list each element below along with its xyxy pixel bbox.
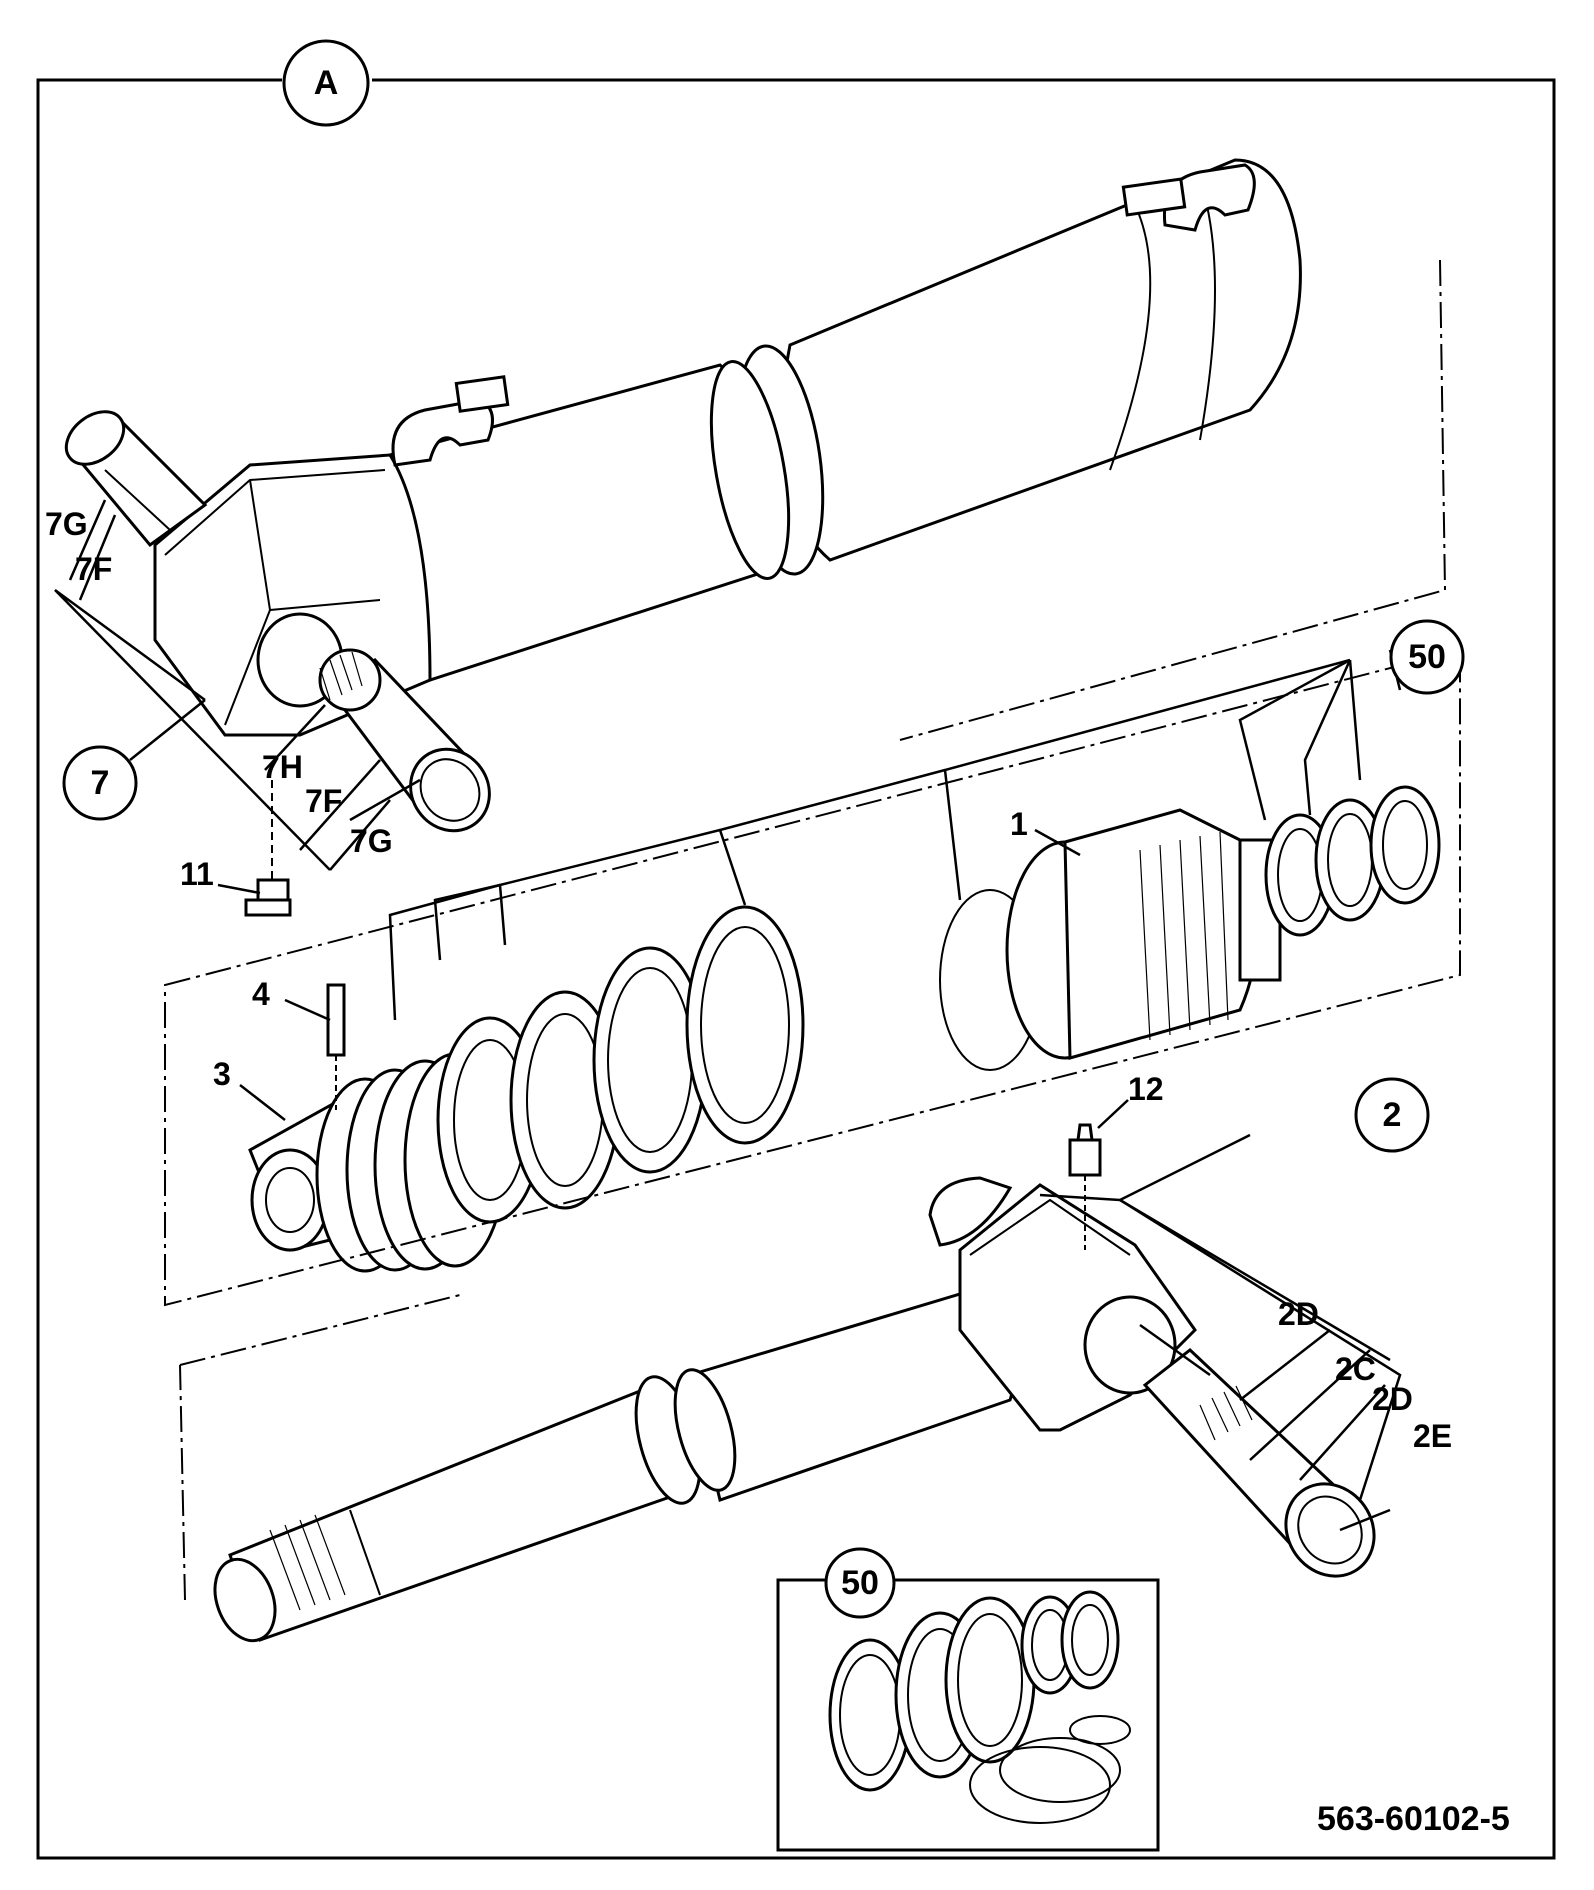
label-11: 11 <box>180 856 214 892</box>
drawing-number: 563-60102-5 <box>1317 1800 1510 1838</box>
label-2c: 2C <box>1335 1351 1376 1387</box>
piston-seals <box>436 905 805 1224</box>
svg-text:7: 7 <box>91 764 110 802</box>
piston-grooves <box>315 1052 507 1273</box>
centerline-barrel <box>899 259 1447 741</box>
grease-nipple-12 <box>1068 1123 1102 1250</box>
piston-rod <box>213 1176 1376 1643</box>
label-1: 1 <box>1010 806 1028 842</box>
gland <box>939 808 1282 1071</box>
label-7f-lower: 7F <box>305 783 342 819</box>
cylinder-barrel <box>153 158 1302 737</box>
view-callout-a: A <box>282 39 372 127</box>
svg-text:2: 2 <box>1383 1096 1402 1134</box>
piston-nut <box>248 1052 507 1273</box>
roll-pin <box>326 983 346 1110</box>
centerline-lower <box>179 1294 461 1366</box>
callout-2: 2 <box>1354 1077 1430 1153</box>
callout-7: 7 <box>62 745 138 821</box>
trunnion-sleeve-lower <box>318 648 491 833</box>
label-2d-lower: 2D <box>1372 1381 1413 1417</box>
label-7g-lower: 7G <box>350 823 393 859</box>
leader-lines <box>54 499 1402 1532</box>
label-7f-upper: 7F <box>75 551 112 587</box>
view-label: A <box>314 64 339 102</box>
grease-nipple-11 <box>244 780 292 917</box>
label-3: 3 <box>213 1056 231 1092</box>
label-2e: 2E <box>1413 1418 1452 1454</box>
seal-kit-inset: 50 <box>776 1547 1160 1852</box>
figure-border <box>36 78 1556 1860</box>
label-7g-upper: 7G <box>45 506 88 542</box>
centerline-rod <box>179 1364 186 1601</box>
label-7h: 7H <box>262 749 303 785</box>
gland-seals <box>1264 785 1441 937</box>
label-2d-upper: 2D <box>1278 1296 1319 1332</box>
svg-text:50: 50 <box>1408 638 1446 676</box>
label-12: 12 <box>1128 1071 1164 1107</box>
inset-callout-label: 50 <box>841 1564 879 1602</box>
callout-50-top: 50 <box>1389 619 1465 695</box>
trunnion-sleeve-upper <box>64 410 208 548</box>
centerline-upper <box>164 648 1461 1307</box>
label-4: 4 <box>252 976 270 1012</box>
